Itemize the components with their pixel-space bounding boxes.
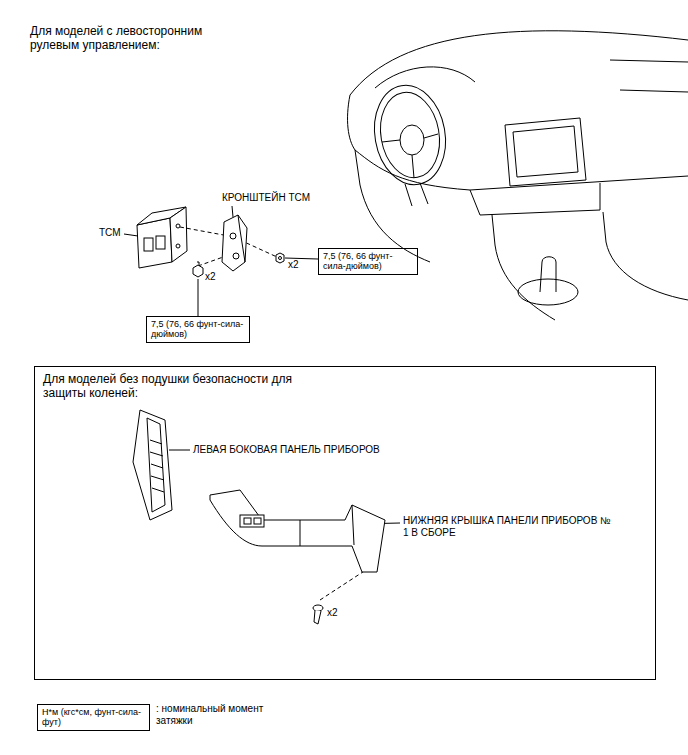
dashboard-drawing	[348, 31, 688, 320]
node-text: 7,5 (76, 66 фунт-сила-дюймов)	[323, 251, 413, 272]
section-heading: Для моделей с левосторонним рулевым упра…	[30, 24, 225, 53]
part-name: ЛЕВАЯ БОКОВАЯ ПАНЕЛЬ ПРИБОРОВ	[193, 444, 380, 456]
quantity: x2	[205, 271, 216, 283]
part-name: НИЖНЯЯ КРЫШКА ПАНЕЛИ ПРИБОРОВ № 1 В СБОР…	[403, 515, 618, 539]
part-name: TCM	[99, 227, 121, 239]
legend-description: : номинальный момент затяжки	[156, 703, 281, 727]
node-text: Для моделей без подушки безопасности для…	[43, 373, 333, 401]
node-text: Н*м (кгс*см, фунт-сила-фут)	[42, 707, 145, 728]
tcm-drawing	[137, 207, 187, 268]
part-name: КРОНШТЕЙН TCM	[222, 192, 310, 204]
torque-spec-box: 7,5 (76, 66 фунт-сила-дюймов)	[146, 316, 250, 343]
quantity: x2	[327, 607, 338, 619]
torque-spec-box: 7,5 (76, 66 фунт-сила-дюймов)	[318, 248, 418, 275]
bracket-drawing	[222, 215, 247, 271]
panel-drawings	[133, 410, 385, 624]
legend-unit-box: Н*м (кгс*см, фунт-сила-фут)	[37, 704, 150, 731]
node-text: 7,5 (76, 66 фунт-сила-дюймов)	[151, 319, 245, 340]
quantity: x2	[288, 259, 299, 271]
